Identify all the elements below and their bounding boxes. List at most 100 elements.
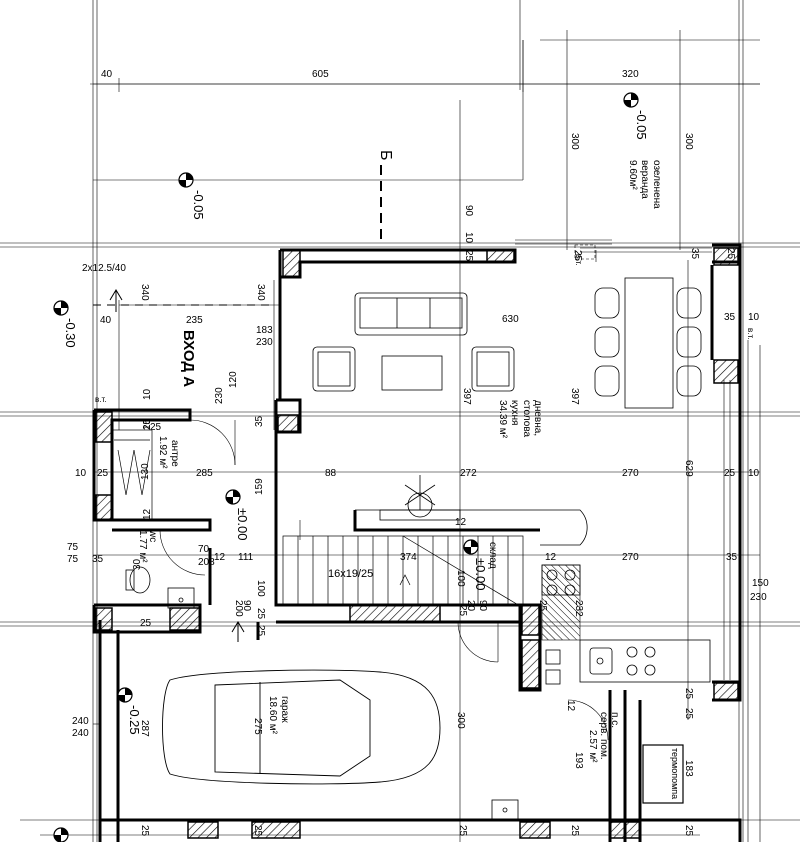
hall-wardrobe (111, 429, 153, 521)
room-labels: ВХОД А озеленена веранда 9.60м² дневна, … (137, 160, 680, 799)
dim-left-4: 183 (256, 325, 273, 336)
dim-90c: 90 (477, 600, 488, 612)
dim-275: 275 (252, 718, 263, 735)
dim-75a: 75 (67, 542, 79, 553)
verandah-line-2: веранда (639, 160, 650, 199)
dim-90: 90 (463, 205, 474, 217)
dim-629: 629 (683, 460, 694, 477)
dim-10c: 10 (75, 468, 87, 479)
level-label-4: ±0.00 (235, 508, 250, 540)
hall-label: антре 1.92 м² (157, 436, 180, 469)
level-label-3: -0.30 (63, 318, 78, 348)
level-marker-2 (623, 92, 639, 108)
dim-25r: 25 (725, 248, 736, 260)
dim-25f: 25 (255, 608, 266, 620)
dim-285: 285 (196, 468, 213, 479)
dim-12b: 12 (455, 517, 467, 528)
dim-12d: 12 (545, 552, 557, 563)
dim-vt-1: в.т. (95, 395, 106, 404)
dim-397b: 397 (569, 388, 580, 405)
dim-25q: 25 (537, 600, 548, 612)
dim-top-0: 40 (101, 69, 113, 80)
dining-set (594, 277, 702, 409)
dim-200a: 200 (233, 600, 244, 617)
dim-630: 630 (502, 314, 519, 325)
dim-75b: 75 (67, 554, 79, 565)
level-marker-4 (225, 489, 241, 505)
dim-20: 20 (465, 600, 476, 612)
dim-25k: 25 (683, 708, 694, 720)
verandah-label: озеленена веранда 9.60м² (627, 160, 662, 209)
level-label-5: ±0.00 (473, 558, 488, 590)
wc-fixtures (125, 566, 195, 609)
dim-232: 232 (573, 600, 584, 617)
dim-130: 130 (140, 463, 151, 480)
dim-10a: 10 (463, 232, 474, 244)
dim-25j: 25 (683, 688, 694, 700)
level-marker-1 (178, 172, 194, 188)
garage-line-2: 18.60 м² (267, 696, 278, 735)
dim-25p: 25 (683, 825, 694, 837)
level-labels: -0.05 -0.05 -0.30 ±0.00 ±0.00 -0.25 Б (63, 110, 649, 735)
dim-25i: 25 (140, 618, 152, 629)
dim-35c: 35 (92, 554, 104, 565)
dim-12c: 12 (214, 552, 226, 563)
car (162, 669, 441, 785)
dim-90b: 90 (241, 600, 252, 612)
door-swings (159, 419, 609, 741)
level-marker-3 (53, 300, 69, 316)
dim-25b: 25 (572, 250, 583, 262)
dim-300: 300 (455, 712, 466, 729)
dim-left-10: 35 (254, 415, 265, 427)
hall-line-1: антре (169, 440, 180, 467)
level-markers (53, 92, 639, 842)
dim-stair: 16x19/25 (328, 568, 373, 580)
dim-25d: 25 (724, 468, 736, 479)
dim-12a: 12 (142, 508, 153, 520)
dim-35d: 35 (726, 552, 738, 563)
dim-272: 272 (460, 468, 477, 479)
wc-line-1: wc (147, 529, 158, 542)
level-marker-7 (53, 827, 69, 842)
dim-35a: 35 (689, 248, 700, 260)
dim-159: 159 (254, 478, 265, 495)
dim-12e: 12 (565, 700, 576, 712)
dim-verandah-b: 300 (683, 133, 694, 150)
dim-left-5: 230 (256, 337, 273, 348)
dim-70: 70 (198, 544, 210, 555)
dim-10d: 10 (748, 468, 760, 479)
dim-25a: 25 (463, 250, 474, 262)
dim-25c: 25 (97, 468, 109, 479)
dimension-texts: 40 605 320 300 300 2x12.5/40 340 340 40 … (67, 69, 769, 837)
wc-line-2: 1.77 м² (137, 530, 148, 563)
garage-sink (491, 799, 519, 821)
level-marker-5 (463, 539, 479, 555)
dim-100b: 100 (455, 570, 466, 587)
level-label-1: -0.05 (191, 190, 206, 220)
entrance-title: ВХОД А (180, 330, 197, 387)
dim-10b: 10 (748, 312, 760, 323)
dim-208: 208 (198, 557, 215, 568)
dimension-lines (20, 30, 800, 842)
dim-240a: 240 (72, 716, 89, 727)
level-label-2: -0.05 (634, 110, 649, 140)
hatched-panels (541, 564, 581, 641)
wc-label: wc 1.77 м² (137, 529, 158, 563)
dim-window-note: 2x12.5/40 (82, 263, 126, 274)
dim-vt-3: в.т. (574, 254, 583, 265)
windows (515, 239, 731, 680)
dim-230: 230 (750, 592, 767, 603)
dim-30: 30 (132, 558, 143, 570)
dim-287: 287 (139, 720, 150, 737)
dim-25e: 25 (142, 418, 153, 430)
dim-left-6: 120 (228, 371, 239, 388)
service-label: п.с. серв. пом. 2.57 м² (587, 712, 620, 763)
service-line-1: п.с. (609, 712, 620, 728)
service-line-3: 2.57 м² (587, 730, 598, 763)
hall-line-2: 1.92 м² (157, 436, 168, 469)
dim-25o: 25 (569, 825, 580, 837)
dim-25n: 25 (457, 825, 468, 837)
living-line-4: 34.39 м² (497, 400, 508, 439)
